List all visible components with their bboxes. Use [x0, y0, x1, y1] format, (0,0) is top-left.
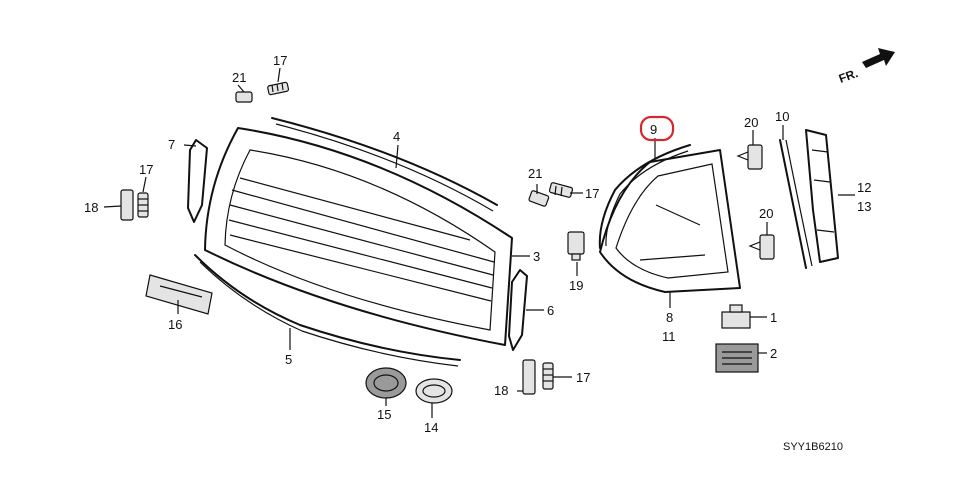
callout-17-top: 17	[273, 53, 287, 68]
emblem-15-oval[interactable]	[365, 367, 407, 399]
upper-molding-inner	[275, 123, 494, 212]
clip-21-middle[interactable]	[528, 190, 550, 207]
callout-15: 15	[377, 407, 391, 422]
emblem-14-oval[interactable]	[415, 378, 453, 404]
callout-17-left: 17	[139, 162, 153, 177]
emblem-16-plate[interactable]	[145, 274, 213, 315]
quarter-molding-inner	[605, 150, 689, 247]
callout-14: 14	[424, 420, 438, 435]
upper-molding[interactable]	[271, 117, 498, 206]
highlight-callout-9	[639, 115, 675, 142]
quarter-molding[interactable]	[598, 144, 691, 249]
callout-9: 9	[650, 122, 657, 137]
leader-lines	[103, 67, 855, 418]
lower-molding[interactable]	[194, 254, 461, 361]
clip-20-top[interactable]	[736, 144, 763, 170]
callout-17-middle: 17	[585, 186, 599, 201]
rear-windshield-glass[interactable]	[204, 127, 513, 346]
quarter-strip-inner	[785, 139, 813, 267]
clip-21-top[interactable]	[235, 91, 253, 103]
callout-2: 2	[770, 346, 777, 361]
right-side-molding[interactable]	[508, 269, 528, 351]
callout-4: 4	[393, 129, 400, 144]
quarter-garnish[interactable]	[805, 129, 839, 263]
callout-21-top: 21	[232, 70, 246, 85]
callout-12: 12	[857, 180, 871, 195]
fastener-17-top[interactable]	[267, 81, 290, 96]
quarter-strip[interactable]	[779, 139, 807, 269]
fastener-17-bottom[interactable]	[542, 362, 554, 390]
clip-20-bottom[interactable]	[748, 234, 775, 260]
lower-molding-inner	[199, 261, 459, 367]
quarter-glass[interactable]	[599, 149, 741, 293]
callout-7: 7	[168, 137, 175, 152]
callout-5: 5	[285, 352, 292, 367]
callout-11: 11	[662, 329, 676, 344]
callout-18-bottom: 18	[494, 383, 508, 398]
callout-10: 10	[775, 109, 789, 124]
callout-6: 6	[547, 303, 554, 318]
clip-18-left[interactable]	[120, 189, 134, 221]
callout-1: 1	[770, 310, 777, 325]
callout-13: 13	[857, 199, 871, 214]
callout-20-bottom: 20	[759, 206, 773, 221]
label-1[interactable]	[721, 304, 751, 329]
fastener-17-left[interactable]	[137, 192, 149, 218]
callout-19: 19	[569, 278, 583, 293]
callout-17-bottom: 17	[576, 370, 590, 385]
callout-labels: 21 17 7 17 18 4 3 5 16 6 21 17 19 9 20 1…	[84, 53, 871, 435]
left-side-molding[interactable]	[187, 139, 208, 223]
callout-18-left: 18	[84, 200, 98, 215]
callout-16: 16	[168, 317, 182, 332]
clip-18-bottom[interactable]	[522, 359, 536, 395]
callout-3: 3	[533, 249, 540, 264]
callout-21-middle: 21	[528, 166, 542, 181]
callout-20-top: 20	[744, 115, 758, 130]
drawing-code: SYY1B6210	[783, 441, 843, 453]
clip-19[interactable]	[567, 231, 585, 261]
front-direction-label: FR.	[837, 66, 860, 86]
front-direction-arrow: FR.	[837, 48, 895, 86]
callout-8: 8	[666, 310, 673, 325]
label-2[interactable]	[715, 343, 759, 373]
fastener-17-middle[interactable]	[548, 182, 574, 198]
